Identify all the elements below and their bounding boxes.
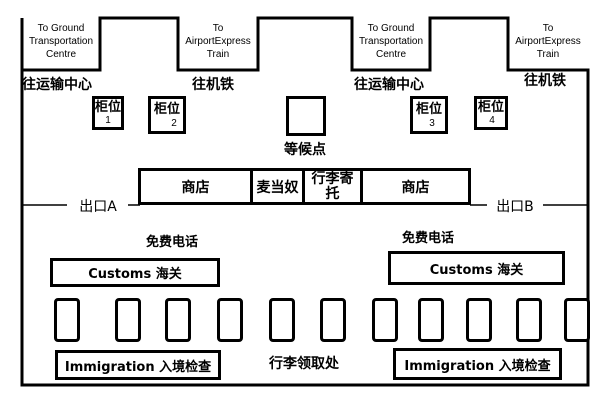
free-phone-right-label: 免费电话: [402, 231, 455, 246]
baggage-belt: [466, 298, 492, 342]
gate-2-line-3: Train: [206, 49, 230, 60]
shop-1-label: 商店: [181, 179, 210, 196]
gate-1-line-3: Centre: [45, 49, 76, 60]
baggage-claim-label: 行李领取处: [269, 356, 339, 372]
exit-b-label: 出口B: [496, 199, 534, 215]
counter-3-label: 柜位: [415, 102, 442, 117]
gate-3-line-2: Transportation: [358, 36, 424, 47]
gate-1-sign: To Ground Transportation Centre: [22, 22, 100, 61]
shop-divider: [302, 170, 305, 203]
baggage-belt: [54, 298, 80, 342]
waiting-point-label: 等候点: [284, 142, 326, 158]
immigration-left-label: Immigration 入境检查: [64, 359, 212, 375]
baggage-storage-label: 行李寄托: [311, 170, 354, 202]
gate-2-sign: To AirportExpress Train: [178, 22, 258, 61]
shop-divider: [360, 170, 363, 203]
baggage-belt: [372, 298, 398, 342]
baggage-belt: [418, 298, 444, 342]
immigration-left-box: [55, 350, 221, 380]
gate-3-cn-label: 往运输中心: [354, 77, 424, 93]
gate-2-cn-label: 往机铁: [192, 77, 234, 93]
exit-a-label: 出口A: [79, 199, 117, 215]
immigration-right-label: Immigration 入境检查: [404, 358, 551, 374]
gate-1-cn-label: 往运输中心: [22, 77, 92, 93]
waiting-point-box: [286, 96, 326, 136]
gate-1-line-2: Transportation: [28, 36, 94, 47]
baggage-belt: [115, 298, 141, 342]
gate-3-line-1: To Ground: [367, 23, 415, 34]
gate-4-line-1: To: [542, 23, 554, 34]
counter-2: 柜位 2: [148, 96, 186, 134]
gate-4-sign: To AirportExpress Train: [508, 22, 588, 61]
outer-wall: [20, 16, 590, 387]
customs-right-label: Customs 海关: [429, 262, 524, 278]
counter-1: 柜位 1: [92, 96, 124, 130]
customs-left-box: [50, 258, 220, 287]
shop-2-label: 商店: [401, 179, 430, 196]
counter-2-number: 2: [171, 118, 177, 129]
counter-4-number: 4: [489, 115, 495, 126]
counter-3: 柜位 3: [410, 96, 448, 134]
free-phone-left-label: 免费电话: [146, 235, 199, 250]
customs-left-label: Customs 海关: [88, 267, 182, 282]
gate-3-sign: To Ground Transportation Centre: [352, 22, 430, 61]
counter-1-label: 柜位: [95, 100, 122, 115]
gate-2-line-2: AirportExpress: [185, 36, 251, 47]
counter-4: 柜位 4: [474, 96, 508, 130]
gate-2-line-1: To: [212, 23, 224, 34]
counter-4-label: 柜位: [477, 100, 504, 115]
baggage-belt: [165, 298, 191, 342]
gate-4-cn-label: 往机铁: [524, 73, 566, 89]
shop-divider: [250, 170, 253, 203]
baggage-belt: [320, 298, 346, 342]
mcdonalds-label: 麦当奴: [256, 179, 299, 196]
counter-3-number: 3: [429, 118, 435, 129]
counter-2-label: 柜位: [153, 102, 180, 117]
baggage-belt: [564, 298, 590, 342]
counter-1-number: 1: [105, 115, 111, 126]
gate-1-line-1: To Ground: [37, 23, 85, 34]
immigration-right-box: [393, 348, 562, 380]
baggage-belt: [269, 298, 295, 342]
gate-4-line-2: AirportExpress: [515, 36, 581, 47]
baggage-belt: [516, 298, 542, 342]
gate-3-line-3: Centre: [375, 49, 406, 60]
gate-4-line-3: Train: [536, 49, 560, 60]
baggage-belt: [217, 298, 243, 342]
customs-right-box: [388, 251, 565, 285]
